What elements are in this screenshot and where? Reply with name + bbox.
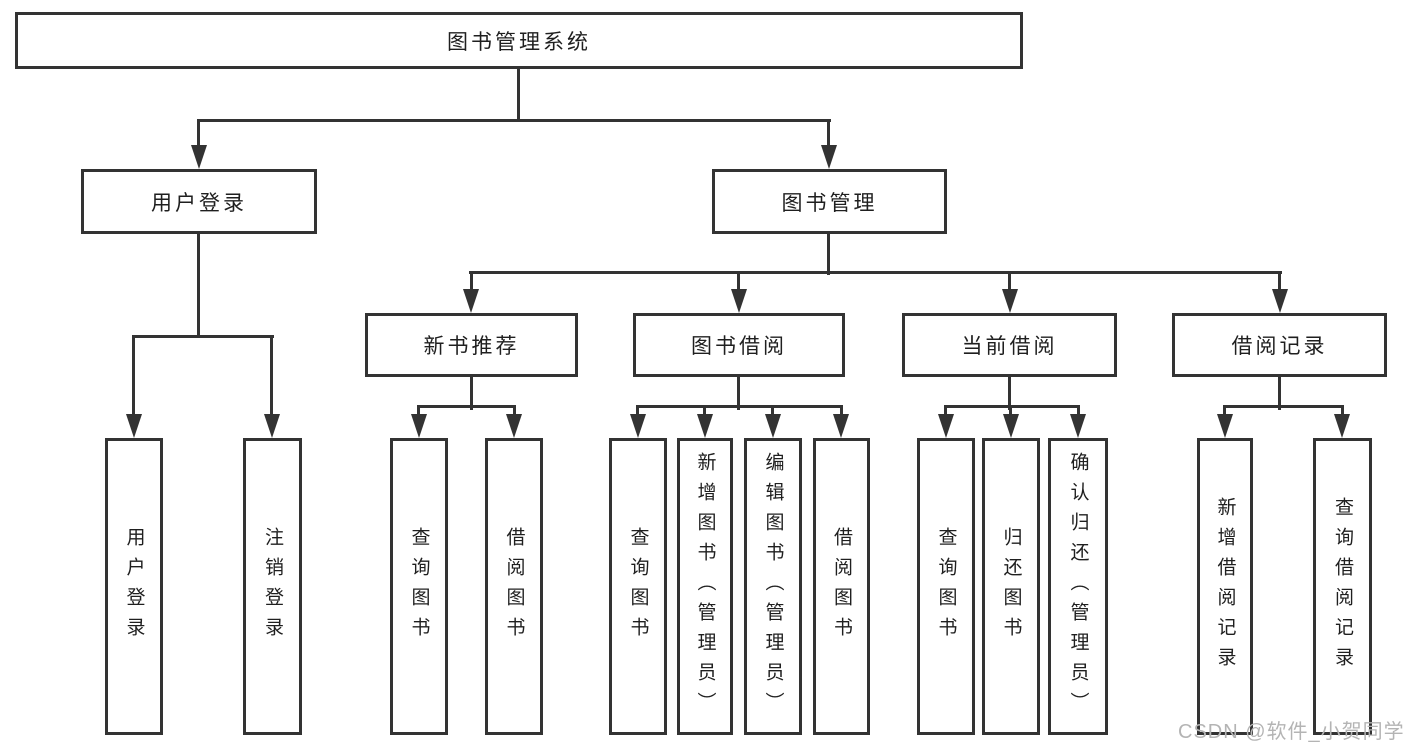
leaf-edit-book-admin-label: 编辑图书（管理员） <box>762 451 784 722</box>
leaf-return-books: 归还图书 <box>982 438 1040 735</box>
csdn-watermark: CSDN @软件_小贺同学 <box>1178 721 1405 743</box>
arrow-down-icon <box>411 414 427 438</box>
arrow-down-icon <box>1002 289 1018 313</box>
connector-vline <box>1008 271 1011 291</box>
node-book-borrowing: 图书借阅 <box>633 313 845 377</box>
connector-vline <box>517 69 520 121</box>
leaf-add-book-admin-label: 新增图书（管理员） <box>694 451 716 722</box>
arrow-down-icon <box>938 414 954 438</box>
connector-vline <box>1008 377 1011 410</box>
connector-vline <box>197 234 200 338</box>
connector-vline <box>470 377 473 410</box>
leaf-query-borrow-record: 查询借阅记录 <box>1313 438 1372 735</box>
node-new-book-recommendation: 新书推荐 <box>365 313 578 377</box>
connector-vline <box>1223 405 1226 414</box>
node-current-borrowing: 当前借阅 <box>902 313 1117 377</box>
node-root-label: 图书管理系统 <box>447 30 591 54</box>
arrow-down-icon <box>1070 414 1086 438</box>
arrow-down-icon <box>697 414 713 438</box>
arrow-down-icon <box>506 414 522 438</box>
connector-hline <box>469 271 1282 274</box>
connector-hline <box>1223 405 1344 408</box>
arrow-down-icon <box>1334 414 1350 438</box>
node-book-borrowing-label: 图书借阅 <box>691 335 787 358</box>
node-book-management: 图书管理 <box>712 169 947 234</box>
connector-vline <box>1341 405 1344 414</box>
connector-vline <box>197 119 200 147</box>
leaf-borrow-books-recommend-label: 借阅图书 <box>503 526 525 647</box>
connector-vline <box>737 271 740 291</box>
leaf-user-login: 用户登录 <box>105 438 163 735</box>
connector-vline <box>771 405 774 414</box>
connector-hline <box>944 405 1080 408</box>
leaf-return-books-label: 归还图书 <box>1000 526 1022 647</box>
arrow-down-icon <box>264 414 280 438</box>
node-book-management-label: 图书管理 <box>781 191 878 215</box>
connector-vline <box>1077 405 1080 414</box>
connector-vline <box>703 405 706 414</box>
connector-vline <box>270 335 273 414</box>
leaf-add-book-admin: 新增图书（管理员） <box>677 438 733 735</box>
leaf-edit-book-admin: 编辑图书（管理员） <box>744 438 802 735</box>
leaf-query-books-borrowing-label: 查询图书 <box>627 526 649 647</box>
connector-vline <box>827 234 830 275</box>
arrow-down-icon <box>765 414 781 438</box>
connector-vline <box>132 335 135 414</box>
leaf-borrow-books-recommend: 借阅图书 <box>485 438 543 735</box>
connector-hline <box>417 405 516 408</box>
connector-vline <box>636 405 639 414</box>
node-current-borrowing-label: 当前借阅 <box>961 335 1058 358</box>
arrow-down-icon <box>191 145 207 169</box>
connector-vline <box>737 377 740 410</box>
connector-vline <box>417 405 420 414</box>
leaf-logout-label: 注销登录 <box>262 526 283 647</box>
leaf-confirm-return-admin: 确认归还（管理员） <box>1048 438 1108 735</box>
connector-vline <box>1009 405 1012 414</box>
leaf-add-borrow-record: 新增借阅记录 <box>1197 438 1253 735</box>
node-user-login-label: 用户登录 <box>151 191 247 215</box>
leaf-borrow-books-borrowing: 借阅图书 <box>813 438 870 735</box>
arrow-down-icon <box>1217 414 1233 438</box>
leaf-borrow-books-borrowing-label: 借阅图书 <box>831 526 852 647</box>
leaf-query-borrow-record-label: 查询借阅记录 <box>1332 496 1353 677</box>
leaf-query-books-current: 查询图书 <box>917 438 975 735</box>
connector-vline <box>827 119 830 147</box>
arrow-down-icon <box>731 289 747 313</box>
connector-vline <box>1278 271 1281 291</box>
leaf-query-books-recommend-label: 查询图书 <box>408 526 430 647</box>
node-new-book-recommendation-label: 新书推荐 <box>423 335 520 358</box>
node-user-login: 用户登录 <box>81 169 317 234</box>
node-borrowing-records: 借阅记录 <box>1172 313 1387 377</box>
leaf-user-login-label: 用户登录 <box>123 526 145 647</box>
leaf-confirm-return-admin-label: 确认归还（管理员） <box>1067 451 1089 722</box>
connector-vline <box>840 405 843 414</box>
connector-hline <box>132 335 274 338</box>
node-root: 图书管理系统 <box>15 12 1023 69</box>
leaf-query-books-current-label: 查询图书 <box>935 526 957 647</box>
connector-vline <box>944 405 947 414</box>
leaf-query-books-recommend: 查询图书 <box>390 438 448 735</box>
arrow-down-icon <box>821 145 837 169</box>
arrow-down-icon <box>833 414 849 438</box>
arrow-down-icon <box>1272 289 1288 313</box>
connector-vline <box>1278 377 1281 410</box>
arrow-down-icon <box>1003 414 1019 438</box>
leaf-logout: 注销登录 <box>243 438 302 735</box>
connector-hline <box>197 119 831 122</box>
leaf-query-books-borrowing: 查询图书 <box>609 438 667 735</box>
connector-vline <box>470 271 473 291</box>
connector-vline <box>513 405 516 414</box>
connector-hline <box>636 405 843 408</box>
leaf-add-borrow-record-label: 新增借阅记录 <box>1214 496 1236 677</box>
arrow-down-icon <box>463 289 479 313</box>
node-borrowing-records-label: 借阅记录 <box>1231 335 1328 358</box>
arrow-down-icon <box>630 414 646 438</box>
arrow-down-icon <box>126 414 142 438</box>
